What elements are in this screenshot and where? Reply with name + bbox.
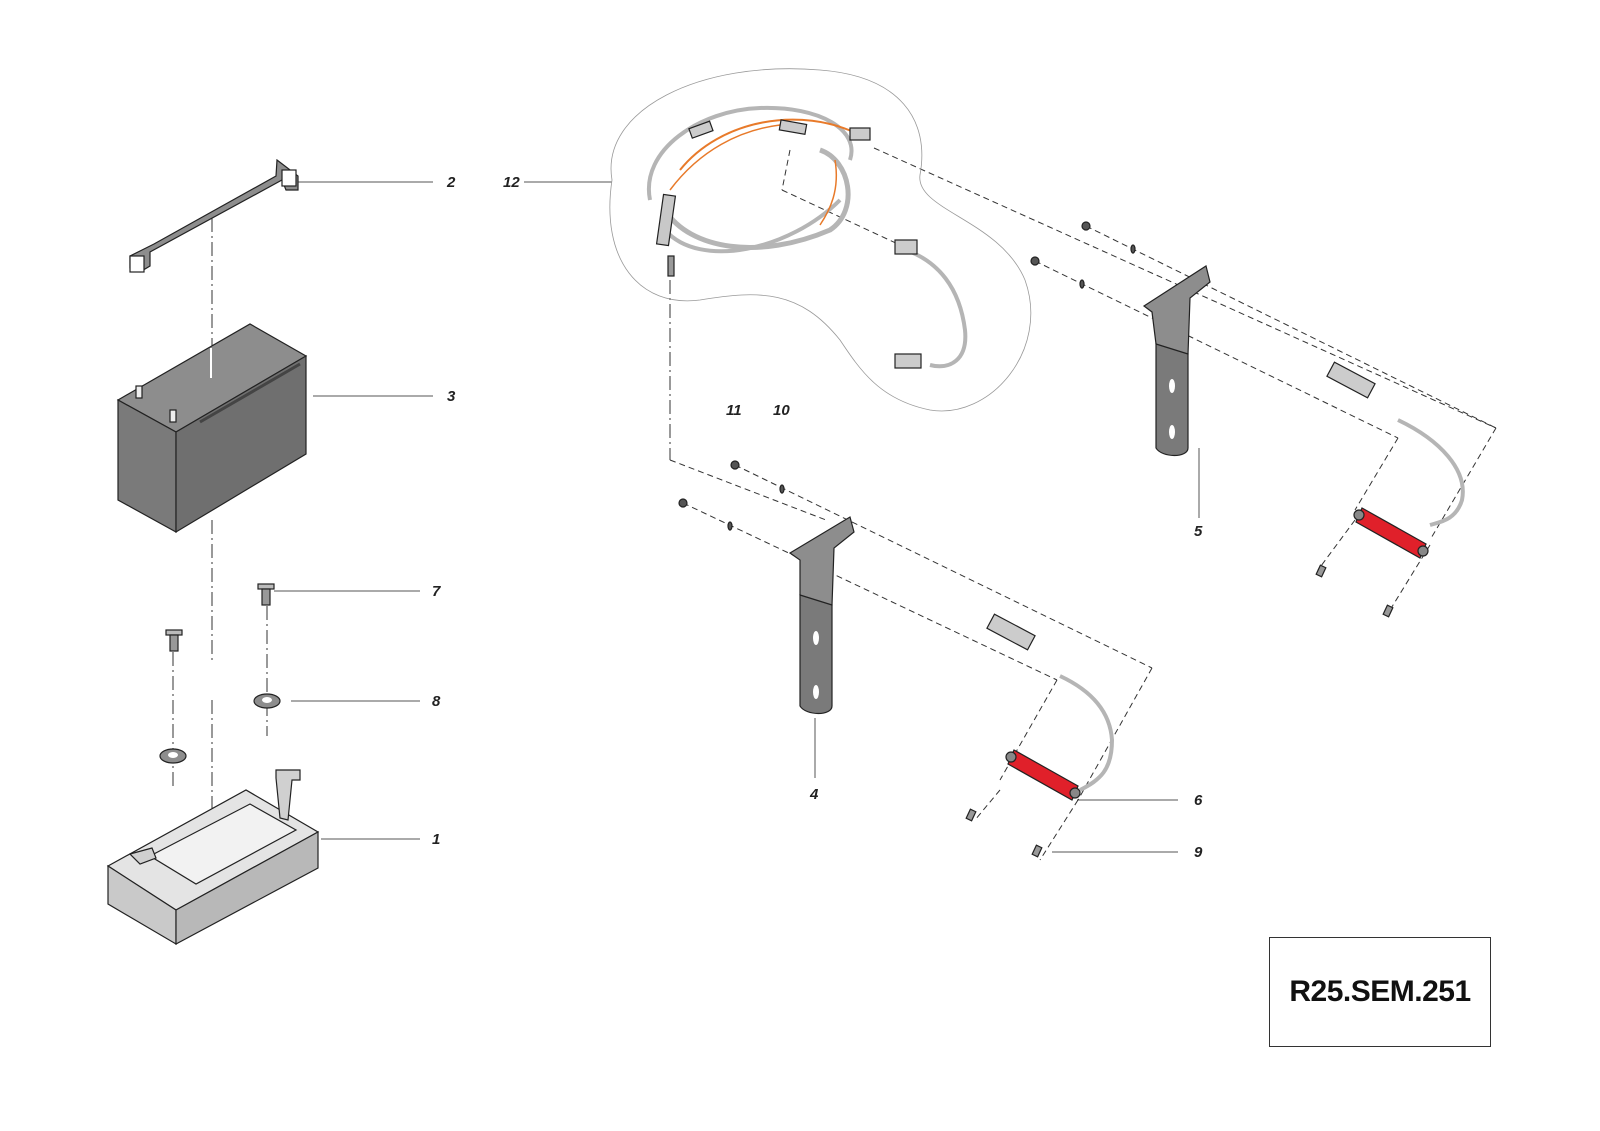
bracket-icon	[1142, 265, 1211, 457]
drawing-code: R25.SEM.251	[1289, 975, 1471, 1008]
callout-12: 12	[503, 174, 520, 191]
callout-4: 4	[809, 786, 819, 803]
battery-tray-icon	[106, 769, 320, 946]
screw-icon	[165, 583, 275, 652]
callout-9: 9	[1194, 844, 1203, 861]
callout-6: 6	[1194, 792, 1203, 809]
leader-lines	[274, 181, 1200, 853]
callout-11: 11	[726, 402, 742, 419]
callout-10: 10	[773, 402, 790, 419]
battery-strap-icon	[129, 158, 299, 273]
callout-labels: 2 3 7 8 1 12 11 10 4 5 6 9	[432, 174, 1203, 861]
callout-8: 8	[432, 693, 441, 710]
callout-5: 5	[1194, 523, 1203, 540]
bracket-icon	[788, 516, 855, 715]
nut-icon	[678, 221, 1136, 531]
battery-icon	[116, 323, 308, 534]
callout-7: 7	[432, 583, 441, 600]
callout-1: 1	[432, 831, 440, 848]
callout-2: 2	[446, 174, 456, 191]
callout-3: 3	[447, 388, 456, 405]
reflector-light-icon	[1315, 361, 1465, 618]
wiring-harness-icon	[609, 68, 1032, 412]
reflector-light-icon	[965, 613, 1115, 858]
drawing-code-box: R25.SEM.251	[1269, 937, 1491, 1047]
washer-icon	[159, 693, 281, 764]
alignment-lines	[172, 147, 1497, 861]
